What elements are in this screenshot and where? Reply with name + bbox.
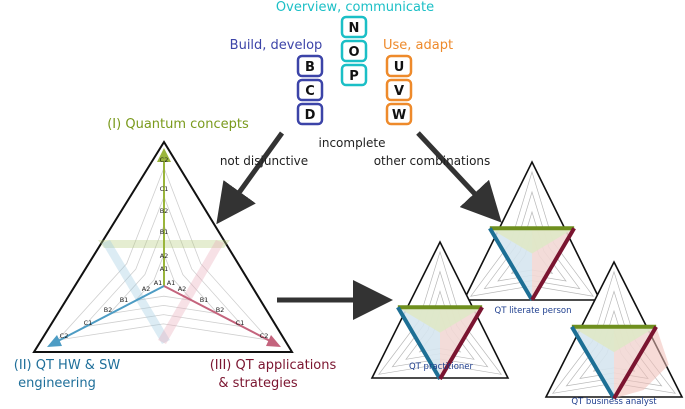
profile-practitioner-edge-hw — [396, 306, 442, 380]
profile-literate-edge-app — [530, 227, 576, 301]
tick-app-c1: C1 — [236, 319, 245, 327]
axis-title-hw-sw-line2: engineering — [18, 376, 96, 391]
tick-quantum-b2: B2 — [160, 207, 169, 215]
profile-analyst-shade-extra — [614, 326, 669, 399]
letter-c: C — [305, 84, 315, 99]
axis-app-arrowhead — [266, 335, 281, 347]
caption-qt-literate-person: QT literate person — [495, 306, 572, 316]
profile-practitioner-edge-app — [438, 306, 484, 380]
tick-hw-c2: C2 — [60, 332, 69, 340]
tick-quantum-b1: B1 — [160, 228, 169, 236]
tick-app-a1: A1 — [167, 279, 176, 287]
profile-triangles — [370, 160, 684, 400]
letter-w: W — [392, 108, 406, 123]
tick-hw-a2: A2 — [142, 285, 151, 293]
tick-app-b1: B1 — [200, 296, 209, 304]
profile-practitioner-shade-quantum — [397, 307, 483, 333]
main-grid-ring — [108, 224, 219, 315]
tick-hw-b2: B2 — [104, 306, 113, 314]
axis-title-applications-line1: (III) QT applications — [210, 358, 337, 373]
build-boxes: B C D — [296, 54, 324, 126]
tick-app-b2: B2 — [216, 306, 225, 314]
axis-title-quantum-concepts: (I) Quantum concepts — [107, 117, 249, 132]
tick-quantum-a1: A1 — [160, 265, 169, 273]
arrow-not-disjunctive — [216, 131, 285, 225]
letter-u: U — [394, 60, 405, 75]
profile-analyst-edge-app — [612, 325, 658, 400]
overview-boxes: N O P — [340, 15, 368, 87]
profile-literate-edge-hw — [488, 227, 534, 301]
axis-title-hw-sw-line1: (II) QT HW & SW — [14, 358, 121, 373]
tick-app-a2: A2 — [178, 285, 187, 293]
build-label: Build, develop — [230, 38, 323, 53]
caption-qt-business-analyst: QT business analyst — [571, 397, 657, 407]
axis-app — [163, 285, 273, 343]
overview-label: Overview, communicate — [276, 0, 434, 15]
letter-d: D — [305, 108, 316, 123]
main-grid-ring — [134, 253, 194, 302]
tick-hw-a1: A1 — [154, 279, 163, 287]
label-incomplete: incomplete — [319, 136, 386, 150]
tick-quantum-c1: C1 — [160, 185, 169, 193]
axis-hw-arrowhead — [47, 335, 62, 347]
tick-quantum-a2: A2 — [160, 252, 169, 260]
profile-analyst-shade-quantum — [571, 326, 657, 353]
letter-b: B — [305, 60, 315, 75]
letter-o: O — [348, 45, 359, 60]
axis-quantum-arrowhead — [157, 148, 171, 162]
label-other-combinations: other combinations — [374, 154, 491, 168]
axis-title-applications-line2: & strategies — [218, 376, 297, 391]
letter-p: P — [349, 69, 359, 84]
tick-hw-b1: B1 — [120, 296, 129, 304]
caption-qt-practitioner: QT practitioner — [409, 362, 474, 372]
main-radar-triangle: C2 C1 B2 B1 A2 A1 A1 A2 B1 B2 C1 C2 A1 A… — [32, 140, 294, 353]
letter-n: N — [349, 21, 360, 36]
tick-app-c2: C2 — [260, 332, 269, 340]
band-hw — [102, 240, 170, 344]
use-label: Use, adapt — [383, 38, 453, 53]
profile-literate-shade-quantum — [489, 228, 575, 254]
main-radar-grid — [56, 166, 271, 341]
main-grid-ring — [82, 195, 245, 328]
tick-quantum-c2: C2 — [160, 156, 169, 164]
axis-hw — [55, 285, 165, 343]
label-not-disjunctive: not disjunctive — [220, 154, 308, 168]
use-boxes: U V W — [385, 54, 413, 126]
main-grid-ring — [56, 166, 271, 341]
arrow-other-combinations — [416, 131, 502, 223]
tick-hw-c1: C1 — [84, 319, 93, 327]
band-app — [158, 240, 224, 344]
letter-v: V — [394, 84, 404, 99]
profile-analyst-edge-hw — [570, 325, 616, 400]
